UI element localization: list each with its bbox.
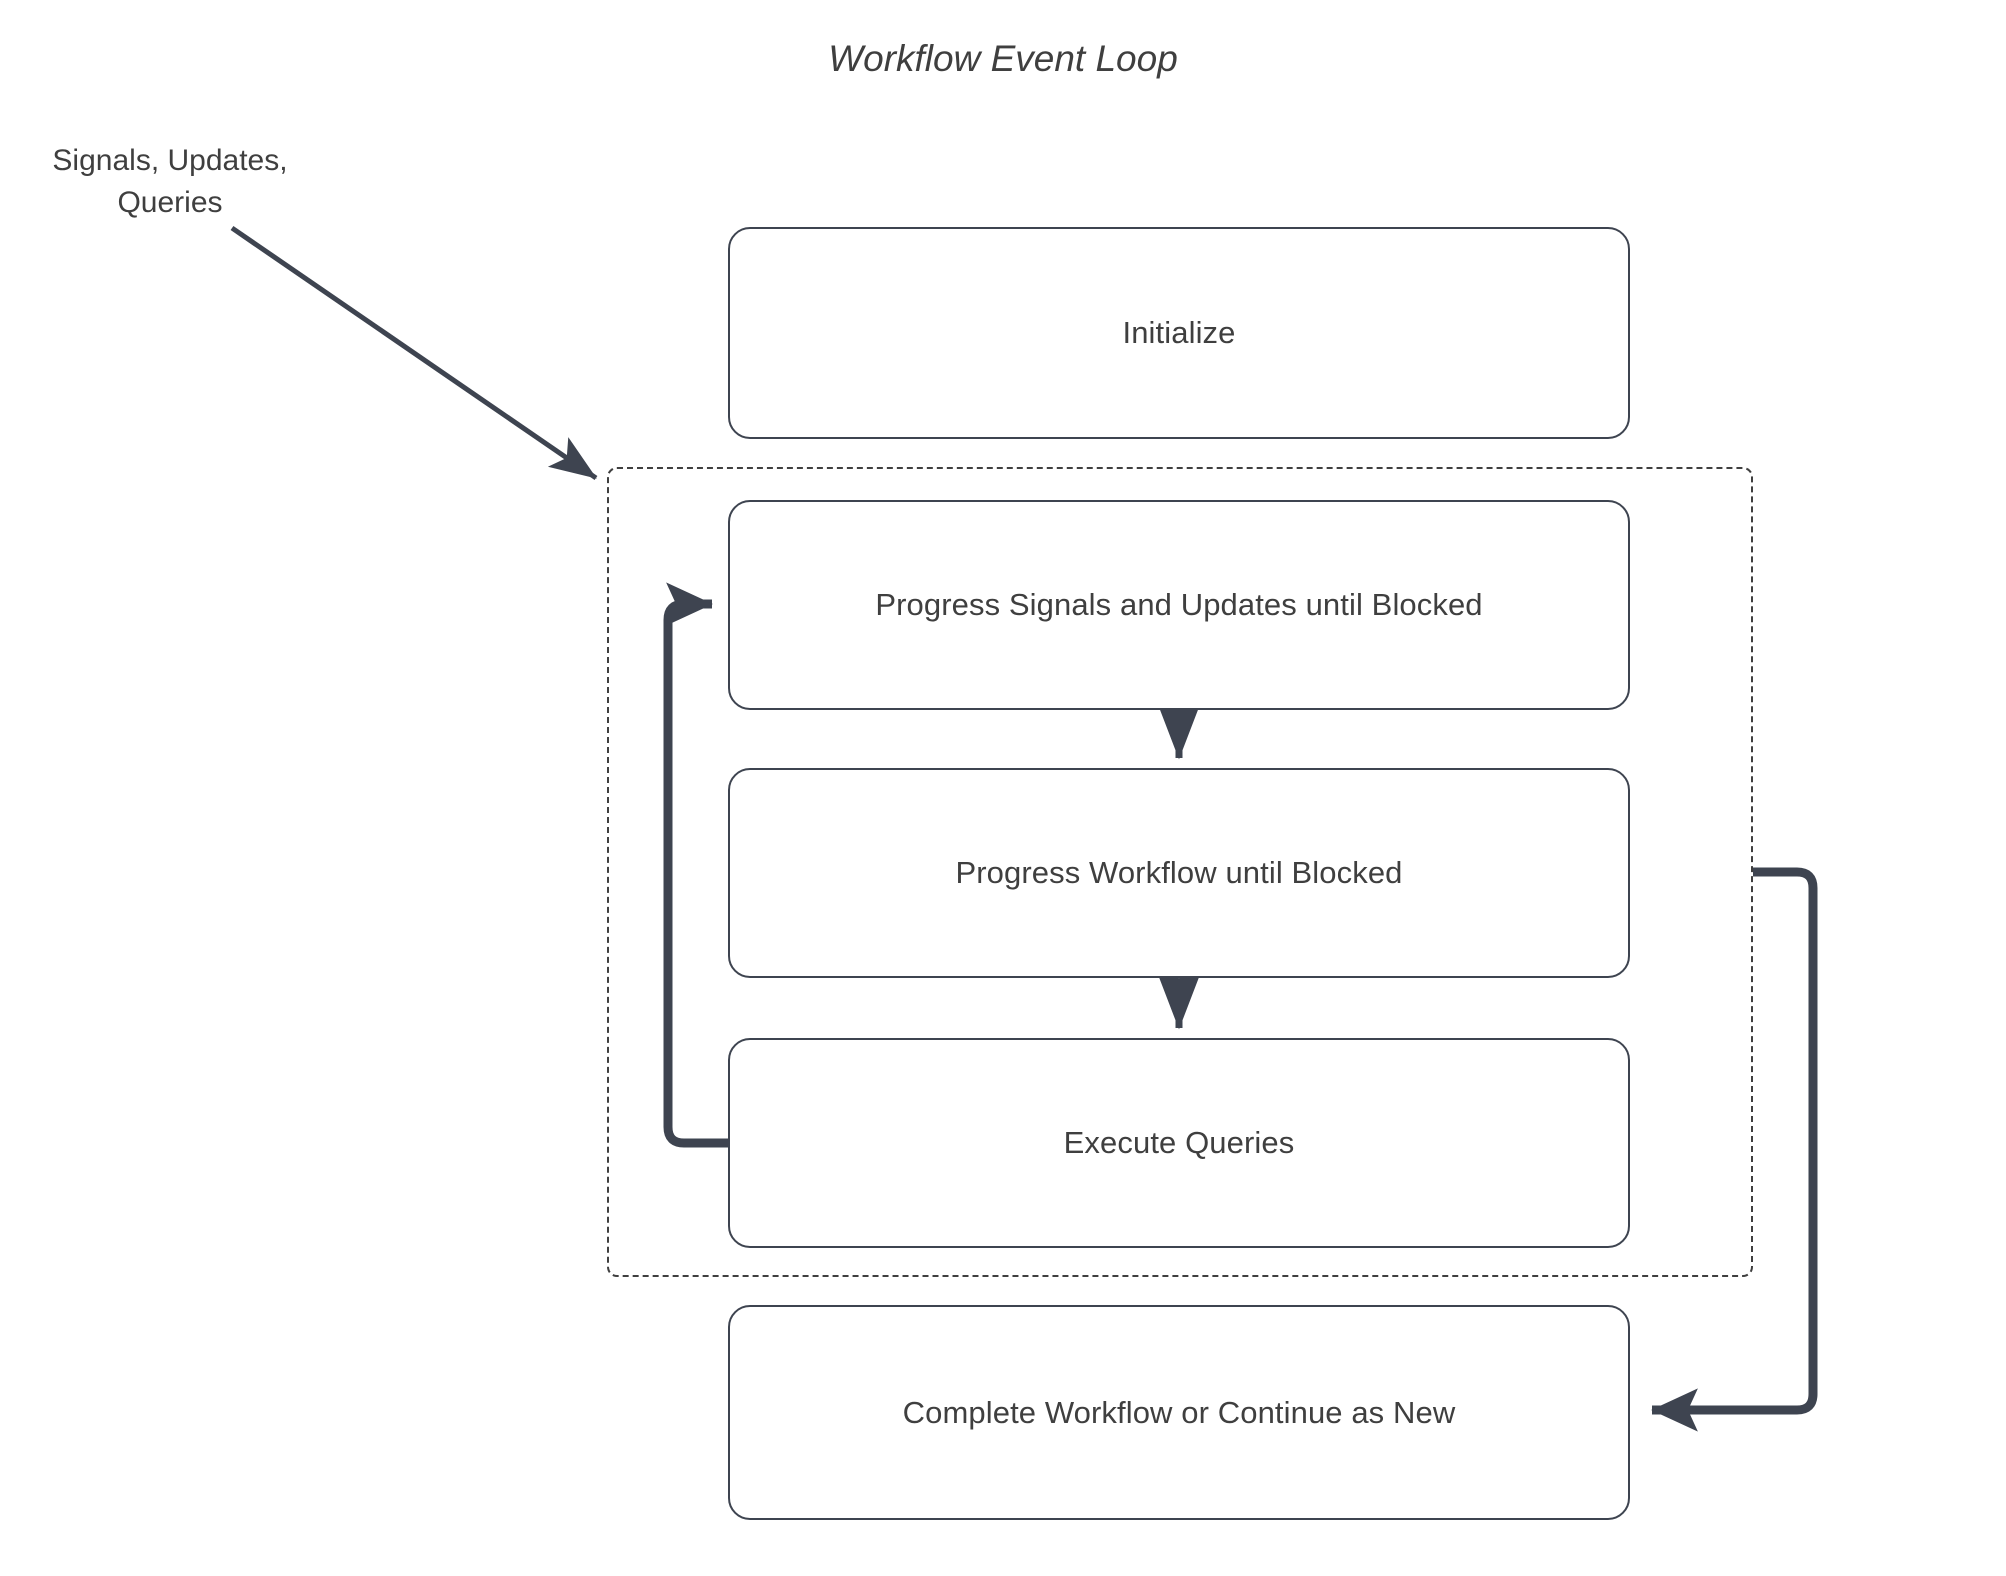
- edge-signals-to-loop: [230, 225, 598, 481]
- node-progress-workflow-label: Progress Workflow until Blocked: [955, 855, 1403, 890]
- input-source-label: Signals, Updates, Queries: [20, 140, 320, 224]
- input-source-label-line2: Queries: [117, 186, 223, 219]
- node-progress-workflow[interactable]: Progress Workflow until Blocked: [728, 768, 1630, 978]
- node-initialize[interactable]: Initialize: [728, 227, 1630, 439]
- node-execute-queries[interactable]: Execute Queries: [728, 1038, 1630, 1248]
- node-progress-signals-label: Progress Signals and Updates until Block…: [875, 587, 1483, 622]
- page-title: Workflow Event Loop: [828, 38, 1178, 79]
- node-execute-queries-label: Execute Queries: [1063, 1125, 1295, 1160]
- node-complete-workflow[interactable]: Complete Workflow or Continue as New: [728, 1305, 1630, 1520]
- input-source-label-line1: Signals, Updates,: [52, 144, 288, 177]
- node-initialize-label: Initialize: [1122, 315, 1236, 350]
- node-progress-signals[interactable]: Progress Signals and Updates until Block…: [728, 500, 1630, 710]
- node-complete-workflow-label: Complete Workflow or Continue as New: [902, 1394, 1456, 1430]
